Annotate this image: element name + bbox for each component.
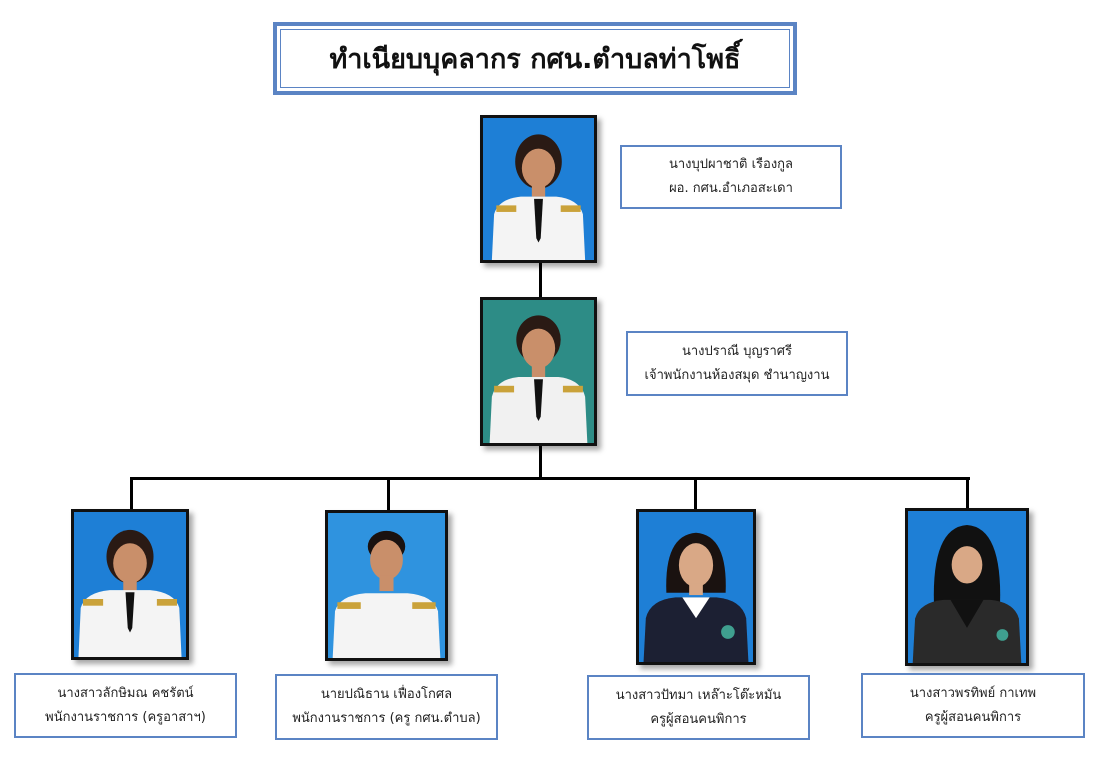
photo-staff-2 [325, 510, 448, 661]
person-name: นางสาวพรทิพย์ กาเทพ [909, 685, 1037, 701]
person-name: นางสาวลักษิมณ คชรัตน์ [57, 685, 194, 701]
photo-director [480, 115, 597, 263]
person-position: พนักงานราชการ (ครู กศน.ตำบล) [292, 711, 481, 726]
connector-top-to-second [539, 262, 542, 298]
connector-drop-4 [966, 477, 969, 511]
photo-librarian [480, 297, 597, 446]
connector-drop-1 [130, 477, 133, 511]
label-staff-2: นายปณิธาน เฟื่องโกศล พนักงานราชการ (ครู … [275, 674, 498, 740]
photo-staff-3 [636, 509, 756, 665]
page-title: ทำเนียบบุคลากร กศน.ตำบลท่าโพธิ์ [280, 29, 790, 88]
connector-drop-3 [694, 477, 697, 511]
person-portrait-icon [639, 512, 753, 662]
label-director: นางบุปผาชาติ เรืองกูล ผอ. กศน.อำเภอสะเดา [620, 145, 842, 209]
person-portrait-icon [74, 512, 186, 657]
person-position: พนักงานราชการ (ครูอาสาฯ) [45, 709, 206, 725]
label-staff-3: นางสาวปัทมา เหล๊าะโต๊ะหมัน ครูผู้สอนคนพิ… [587, 675, 810, 740]
person-position: ผอ. กศน.อำเภอสะเดา [669, 181, 793, 196]
person-portrait-icon [483, 118, 594, 260]
label-librarian: นางปราณี บุญราศรี เจ้าพนักงานห้องสมุด ชำ… [626, 331, 848, 396]
person-position: เจ้าพนักงานห้องสมุด ชำนาญงาน [644, 367, 830, 383]
connector-second-down [539, 445, 542, 479]
person-portrait-icon [908, 511, 1026, 663]
person-name: นางบุปผาชาติ เรืองกูล [668, 157, 794, 172]
person-position: ครูผู้สอนคนพิการ [650, 711, 747, 727]
person-portrait-icon [328, 513, 445, 658]
label-staff-4: นางสาวพรทิพย์ กาเทพ ครูผู้สอนคนพิการ [861, 673, 1085, 738]
connector-drop-2 [387, 477, 390, 511]
person-portrait-icon [483, 300, 594, 443]
photo-staff-1 [71, 509, 189, 660]
photo-staff-4 [905, 508, 1029, 666]
label-staff-1: นางสาวลักษิมณ คชรัตน์ พนักงานราชการ (ครู… [14, 673, 237, 738]
person-name: นายปณิธาน เฟื่องโกศล [320, 687, 453, 702]
person-name: นางสาวปัทมา เหล๊าะโต๊ะหมัน [615, 687, 782, 703]
connector-horizontal [130, 477, 970, 480]
person-position: ครูผู้สอนคนพิการ [924, 709, 1022, 725]
title-frame: ทำเนียบบุคลากร กศน.ตำบลท่าโพธิ์ [273, 22, 797, 95]
person-name: นางปราณี บุญราศรี [681, 343, 793, 359]
